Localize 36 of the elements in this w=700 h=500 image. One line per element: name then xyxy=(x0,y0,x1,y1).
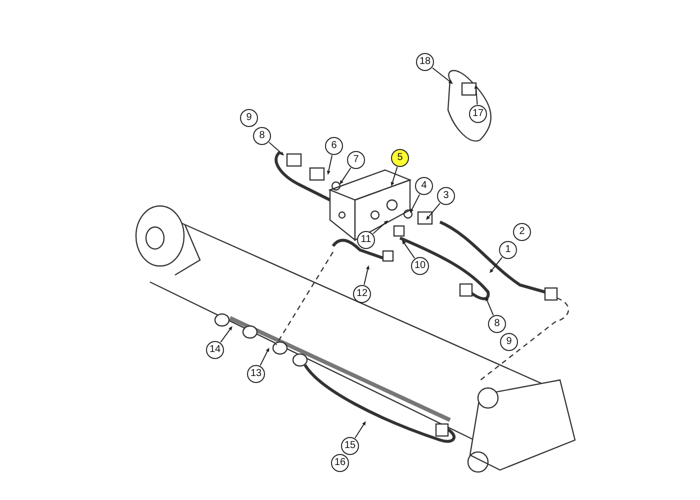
callout-number: 14 xyxy=(206,341,224,359)
callout-number: 11 xyxy=(357,231,375,249)
leader-line xyxy=(390,166,398,186)
leader-line xyxy=(260,348,270,366)
callout-number: 10 xyxy=(411,257,429,275)
callout-number: 1 xyxy=(499,241,517,259)
callout-number: 8 xyxy=(253,127,271,145)
callout-number: 13 xyxy=(247,365,265,383)
leader-line xyxy=(364,265,370,286)
leader-line xyxy=(432,67,453,84)
callout-number: 18 xyxy=(416,53,434,71)
leader-line xyxy=(410,194,420,213)
leader-line xyxy=(372,220,388,234)
callout-number: 9 xyxy=(500,333,518,351)
leader-line xyxy=(486,296,494,316)
callout-number: 4 xyxy=(415,177,433,195)
callout-number: 12 xyxy=(353,285,371,303)
callout-number: 6 xyxy=(325,137,343,155)
callout-number: 16 xyxy=(331,454,349,472)
callout-number: 8 xyxy=(488,315,506,333)
leader-line xyxy=(426,202,440,220)
leader-line xyxy=(326,154,332,175)
callout-number: 3 xyxy=(437,187,455,205)
callout-number: 5 xyxy=(391,149,409,167)
leader-line xyxy=(490,256,503,274)
callout-number: 15 xyxy=(341,437,359,455)
leader-line xyxy=(220,326,232,343)
callout-number: 7 xyxy=(347,151,365,169)
leader-line xyxy=(354,421,366,438)
leader-line xyxy=(340,167,352,185)
callout-number: 2 xyxy=(513,223,531,241)
leader-line xyxy=(474,84,478,106)
callout-number: 17 xyxy=(469,105,487,123)
callout-number: 9 xyxy=(240,109,258,127)
leader-line xyxy=(402,240,416,259)
leader-line xyxy=(268,142,284,156)
